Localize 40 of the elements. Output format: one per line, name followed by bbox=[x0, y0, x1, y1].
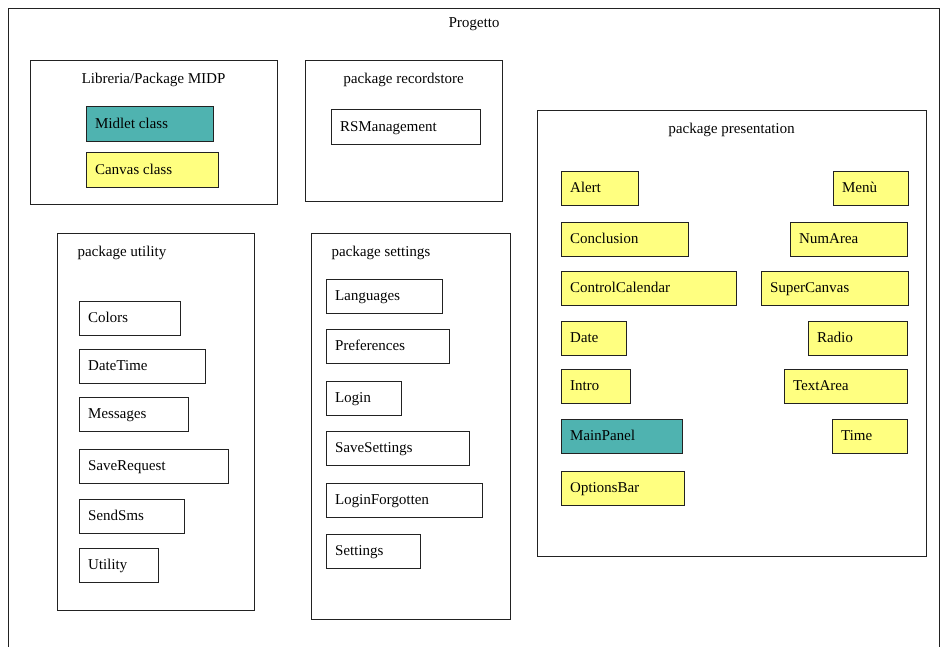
class-box: ControlCalendar bbox=[561, 271, 737, 306]
class-box: Languages bbox=[326, 279, 443, 314]
package-title: package presentation bbox=[667, 120, 796, 138]
class-box: SuperCanvas bbox=[761, 271, 909, 306]
class-box: Intro bbox=[561, 369, 631, 404]
package-title: package recordstore bbox=[342, 70, 465, 88]
class-box: Canvas class bbox=[86, 152, 219, 188]
class-box: SaveSettings bbox=[326, 431, 470, 466]
class-box: Conclusion bbox=[561, 222, 689, 257]
class-box: Settings bbox=[326, 534, 421, 569]
class-box: Radio bbox=[808, 321, 908, 356]
class-box: Colors bbox=[79, 301, 181, 336]
class-box: RSManagement bbox=[331, 109, 481, 145]
class-box: Login bbox=[326, 381, 402, 416]
class-box: Preferences bbox=[326, 329, 450, 364]
package-frame bbox=[310, 232, 510, 620]
package-frame bbox=[536, 110, 926, 556]
package-title: package settings bbox=[332, 244, 430, 260]
class-box: Midlet class bbox=[86, 106, 214, 142]
package-title: Libreria/Package MIDP bbox=[80, 70, 226, 88]
class-box: Alert bbox=[561, 171, 639, 206]
class-box: NumArea bbox=[790, 222, 908, 257]
package-title: package utility bbox=[78, 244, 166, 260]
class-box: Menù bbox=[833, 171, 909, 206]
class-box: OptionsBar bbox=[561, 471, 685, 506]
package-frame bbox=[56, 232, 254, 610]
class-box: Utility bbox=[79, 548, 159, 583]
class-box: SendSms bbox=[79, 499, 185, 534]
class-box: TextArea bbox=[784, 369, 908, 404]
class-box: Time bbox=[832, 419, 908, 454]
package-frame bbox=[304, 60, 502, 202]
class-box: MainPanel bbox=[561, 419, 683, 454]
class-box: DateTime bbox=[79, 349, 206, 384]
diagram-frame bbox=[8, 8, 940, 647]
class-box: Messages bbox=[79, 397, 189, 432]
frame-title: Progetto bbox=[448, 15, 500, 32]
class-box: SaveRequest bbox=[79, 449, 229, 484]
package-frame bbox=[30, 60, 278, 204]
class-box: LoginForgotten bbox=[326, 483, 483, 518]
class-box: Date bbox=[561, 321, 627, 356]
